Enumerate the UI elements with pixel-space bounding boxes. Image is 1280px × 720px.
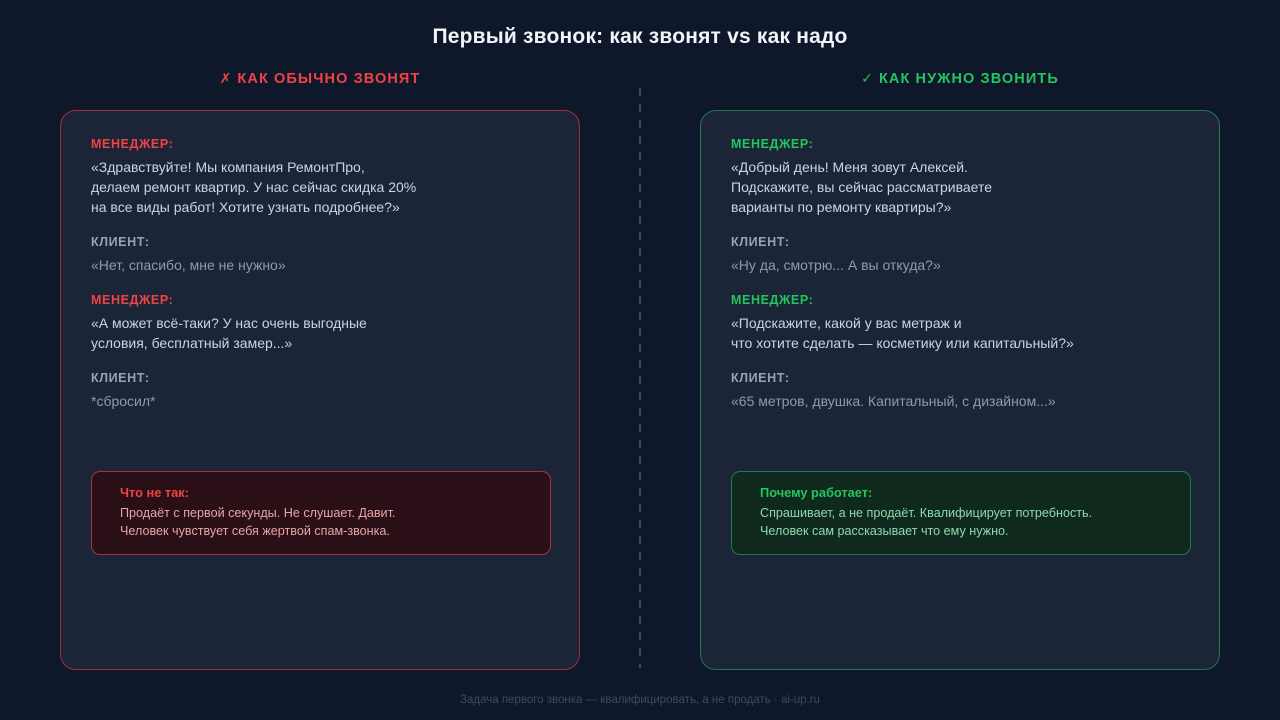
dialogue-line: делаем ремонт квартир. У нас сейчас скид… xyxy=(91,179,417,195)
callout-line: Человек чувствует себя жертвой спам-звон… xyxy=(120,523,390,538)
column-heading-good-label: КАК НУЖНО ЗВОНИТЬ xyxy=(878,71,1059,87)
dialogue-line: «Нет, спасибо, мне не нужно» xyxy=(91,257,286,273)
callout-title: Почему работает: xyxy=(760,485,873,500)
dialogue-line: «Подскажите, какой у вас метраж и xyxy=(731,315,962,331)
columns-container: ✗КАК ОБЫЧНО ЗВОНЯТ МЕНЕДЖЕР: «Здравствуй… xyxy=(0,70,1280,670)
dialogue-line: *сбросил* xyxy=(91,393,156,409)
speaker-label: МЕНЕДЖЕР: xyxy=(731,137,814,151)
speaker-label: КЛИЕНТ: xyxy=(91,235,150,249)
dialogue-turn: КЛИЕНТ: «Нет, спасибо, мне не нужно» xyxy=(91,235,549,275)
dialogue-line: «Здравствуйте! Мы компания РемонтПро, xyxy=(91,159,365,175)
speaker-label: МЕНЕДЖЕР: xyxy=(731,293,814,307)
page-title: Первый звонок: как звонят vs как надо xyxy=(432,25,848,48)
speaker-label: КЛИЕНТ: xyxy=(731,371,790,385)
column-good: ✓КАК НУЖНО ЗВОНИТЬ МЕНЕДЖЕР: «Добрый ден… xyxy=(700,70,1220,670)
dialogue-turn: МЕНЕДЖЕР: «Подскажите, какой у вас метра… xyxy=(731,293,1189,353)
dialogue-line: «65 метров, двушка. Капитальный, с дизай… xyxy=(731,393,1056,409)
dialogue-line: Подскажите, вы сейчас рассматриваете xyxy=(731,179,993,195)
dialogue-turn: МЕНЕДЖЕР: «А может всё-таки? У нас очень… xyxy=(91,293,549,353)
speaker-label: МЕНЕДЖЕР: xyxy=(91,137,174,151)
speaker-label: КЛИЕНТ: xyxy=(91,371,150,385)
callout-title: Что не так: xyxy=(120,485,189,500)
cross-icon: ✗ xyxy=(219,70,233,86)
dialogue-card-bad: МЕНЕДЖЕР: «Здравствуйте! Мы компания Рем… xyxy=(60,110,580,670)
column-heading-bad-label: КАК ОБЫЧНО ЗВОНЯТ xyxy=(237,71,421,87)
dialogue-line: «Добрый день! Меня зовут Алексей. xyxy=(731,159,968,175)
callout-line: Человек сам рассказывает что ему нужно. xyxy=(760,523,1009,538)
dialogue-line: «А может всё-таки? У нас очень выгодные xyxy=(91,315,367,331)
dialogue-card-good: МЕНЕДЖЕР: «Добрый день! Меня зовут Алекс… xyxy=(700,110,1220,670)
footer-note: Задача первого звонка — квалифицировать,… xyxy=(460,694,820,706)
speaker-label: МЕНЕДЖЕР: xyxy=(91,293,174,307)
dialogue-line: варианты по ремонту квартиры?» xyxy=(731,199,952,215)
callout-what-is-wrong: Что не так: Продаёт с первой секунды. Не… xyxy=(91,471,551,555)
dialogue-turn: МЕНЕДЖЕР: «Здравствуйте! Мы компания Рем… xyxy=(91,137,549,217)
speaker-label: КЛИЕНТ: xyxy=(731,235,790,249)
column-heading-bad: ✗КАК ОБЫЧНО ЗВОНЯТ xyxy=(60,70,580,100)
column-bad: ✗КАК ОБЫЧНО ЗВОНЯТ МЕНЕДЖЕР: «Здравствуй… xyxy=(60,70,580,670)
dialogue-line: «Ну да, смотрю... А вы откуда?» xyxy=(731,257,941,273)
dialogue-turn: МЕНЕДЖЕР: «Добрый день! Меня зовут Алекс… xyxy=(731,137,1189,217)
column-divider xyxy=(639,88,641,668)
callout-line: Спрашивает, а не продаёт. Квалифицирует … xyxy=(760,506,1093,520)
dialogue-turn: КЛИЕНТ: «Ну да, смотрю... А вы откуда?» xyxy=(731,235,1189,275)
dialogue-line: условия, бесплатный замер...» xyxy=(91,335,293,351)
callout-why-it-works: Почему работает: Спрашивает, а не продаё… xyxy=(731,471,1191,555)
dialogue-line: на все виды работ! Хотите узнать подробн… xyxy=(91,199,400,215)
dialogue-turn: КЛИЕНТ: «65 метров, двушка. Капитальный,… xyxy=(731,371,1189,411)
callout-line: Продаёт с первой секунды. Не слушает. Да… xyxy=(120,506,396,520)
dialogue-line: что хотите сделать — косметику или капит… xyxy=(731,335,1074,351)
column-heading-good: ✓КАК НУЖНО ЗВОНИТЬ xyxy=(700,70,1220,100)
check-icon: ✓ xyxy=(861,70,874,86)
dialogue-turn: КЛИЕНТ: *сбросил* xyxy=(91,371,549,411)
